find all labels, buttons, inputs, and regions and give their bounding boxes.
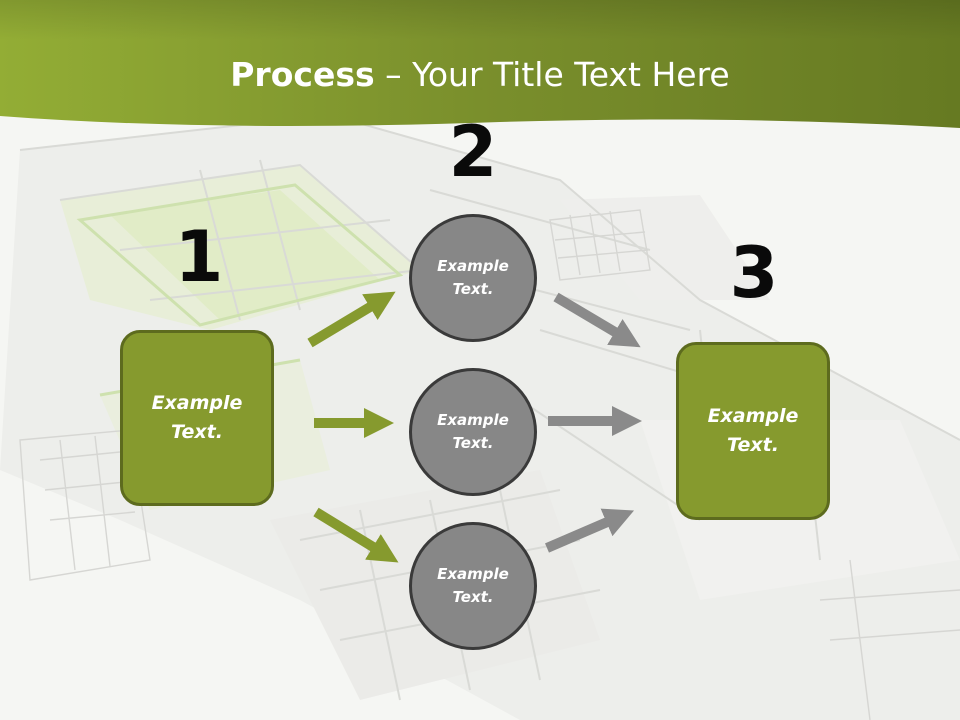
step-1-number: 1 [174,216,224,298]
step-2-circle-top-text: Example Text. [437,257,509,298]
step-3-number: 3 [729,232,779,314]
slide-title: Process – Your Title Text Here [0,52,960,98]
step-1-text: Example Text. [151,392,243,443]
title-rest: – Your Title Text Here [374,55,730,94]
arrow-1-to-2a [307,291,396,348]
arrow-2a-to-3 [553,292,641,348]
step-2-circle-bottom-text: Example Text. [437,565,509,606]
arrow-1-to-2c [313,507,399,563]
step-2-number: 2 [448,111,498,193]
title-bold: Process [230,55,375,94]
step-2-circle-top: Example Text. [409,214,537,342]
step-2-circle-middle: Example Text. [409,368,537,496]
step-2-circle-middle-text: Example Text. [437,411,509,452]
step-1-box: Example Text. [120,330,274,506]
step-3-text: Example Text. [707,405,799,456]
arrow-2c-to-3 [545,508,635,553]
step-2-circle-bottom: Example Text. [409,522,537,650]
step-3-box: Example Text. [676,342,830,520]
